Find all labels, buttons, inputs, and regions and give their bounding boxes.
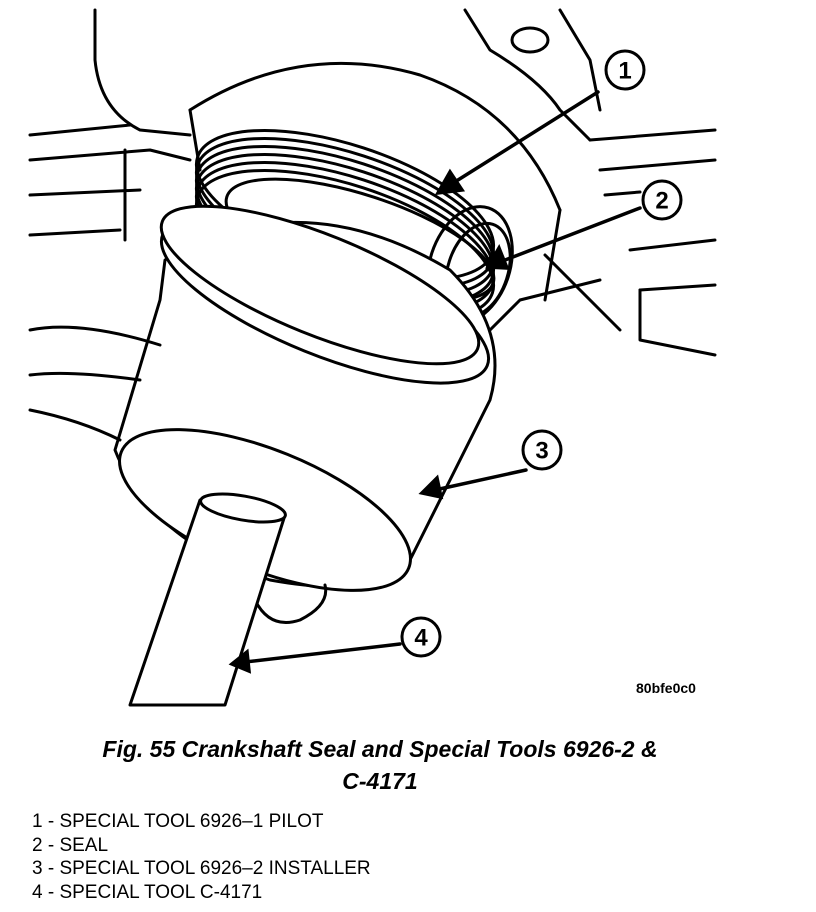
legend-item: 4 - SPECIAL TOOL C-4171 bbox=[32, 881, 263, 903]
callout-4-circle bbox=[400, 616, 442, 658]
callout-3-arrow bbox=[418, 468, 528, 500]
callout-3-label: 3 bbox=[535, 438, 548, 465]
driver-handle bbox=[128, 492, 287, 707]
callout-1-circle bbox=[604, 49, 646, 91]
caption-line-2: C-4171 bbox=[342, 768, 418, 794]
callout-4-label: 4 bbox=[414, 625, 428, 652]
installer-tool bbox=[113, 204, 497, 592]
caption-line-1: Fig. 55 Crankshaft Seal and Special Tool… bbox=[102, 736, 658, 762]
callout-2-arrow bbox=[485, 206, 642, 270]
callout-1-label: 1 bbox=[618, 58, 631, 85]
figure-caption: Fig. 55 Crankshaft Seal and Special Tool… bbox=[0, 733, 760, 797]
legend-item: 3 - SPECIAL TOOL 6926–2 INSTALLER bbox=[32, 858, 371, 879]
callout-4-arrow bbox=[228, 642, 402, 674]
engine-block-outline bbox=[28, 8, 717, 357]
crankshaft-seal-illustration: 1 2 3 4 bbox=[28, 8, 717, 707]
callout-3-circle bbox=[521, 429, 563, 471]
hand bbox=[28, 325, 328, 624]
callout-2-circle bbox=[641, 179, 683, 221]
legend-item: 2 - SEAL bbox=[32, 834, 109, 856]
parts-legend: 1 - SPECIAL TOOL 6926–1 PILOT 2 - SEAL 3… bbox=[32, 810, 371, 904]
callout-2-label: 2 bbox=[655, 188, 668, 215]
figure-code: 80bfe0c0 bbox=[636, 680, 696, 696]
callout-1-arrow bbox=[434, 90, 600, 196]
legend-item: 1 - SPECIAL TOOL 6926–1 PILOT bbox=[32, 811, 324, 832]
